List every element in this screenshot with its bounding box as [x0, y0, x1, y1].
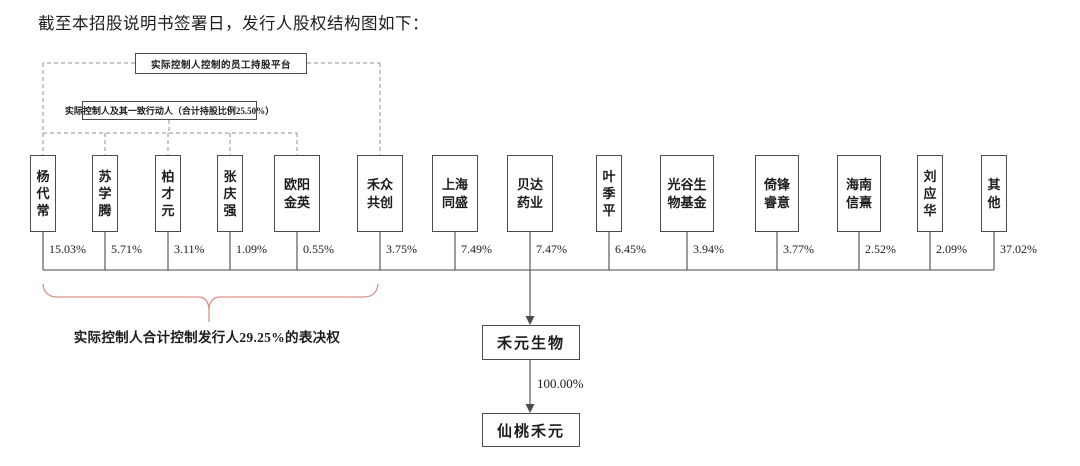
shareholding-percent-label: 3.11%: [174, 242, 205, 256]
shareholder-box: 光谷生物基金: [660, 155, 714, 232]
shareholder-box: 倚锋睿意: [755, 155, 799, 232]
shareholder-box: 刘应华: [917, 155, 943, 232]
shareholding-percent-label: 7.47%: [536, 242, 567, 256]
shareholder-box: 海南信熹: [837, 155, 881, 232]
shareholding-percent-label: 2.52%: [865, 242, 896, 256]
shareholding-percent-label: 15.03%: [49, 242, 86, 256]
subsidiary-box: 仙桃禾元: [482, 413, 580, 447]
shareholding-percent-label: 37.02%: [1000, 242, 1037, 256]
shareholder-box: 叶季平: [596, 155, 622, 232]
shareholding-percent-label: 7.49%: [461, 242, 492, 256]
employee-platform-box: 实际控制人控制的员工持股平台: [135, 53, 307, 74]
ownership-percent-label: 100.00%: [537, 376, 584, 391]
shareholding-percent-label: 2.09%: [936, 242, 967, 256]
shareholding-percent-label: 3.75%: [386, 242, 417, 256]
shareholder-box: 张庆强: [217, 155, 243, 232]
shareholder-box: 禾众共创: [357, 155, 403, 232]
shareholder-box: 苏学腾: [92, 155, 118, 232]
shareholding-percent-label: 5.71%: [111, 242, 142, 256]
concert-parties-box: 实际控制人及其一致行动人（合计持股比例25.50%）: [65, 101, 274, 120]
shareholding-percent-label: 1.09%: [236, 242, 267, 256]
page-title: 截至本招股说明书签署日，发行人股权结构图如下：: [38, 14, 429, 33]
shareholding-percent-label: 3.77%: [783, 242, 814, 256]
shareholder-box: 欧阳金英: [274, 155, 320, 232]
shareholder-box: 其他: [981, 155, 1007, 232]
shareholder-box: 上海同盛: [432, 155, 478, 232]
shareholder-box: 柏才元: [155, 155, 181, 232]
shareholding-percent-label: 6.45%: [615, 242, 646, 256]
shareholding-percent-label: 0.55%: [303, 242, 334, 256]
shareholding-percent-label: 3.94%: [693, 242, 724, 256]
shareholder-box: 杨代常: [30, 155, 56, 232]
shareholder-box: 贝达药业: [507, 155, 553, 232]
issuer-box: 禾元生物: [482, 325, 580, 360]
voting-rights-brace-label: 实际控制人合计控制发行人29.25%的表决权: [73, 330, 341, 345]
